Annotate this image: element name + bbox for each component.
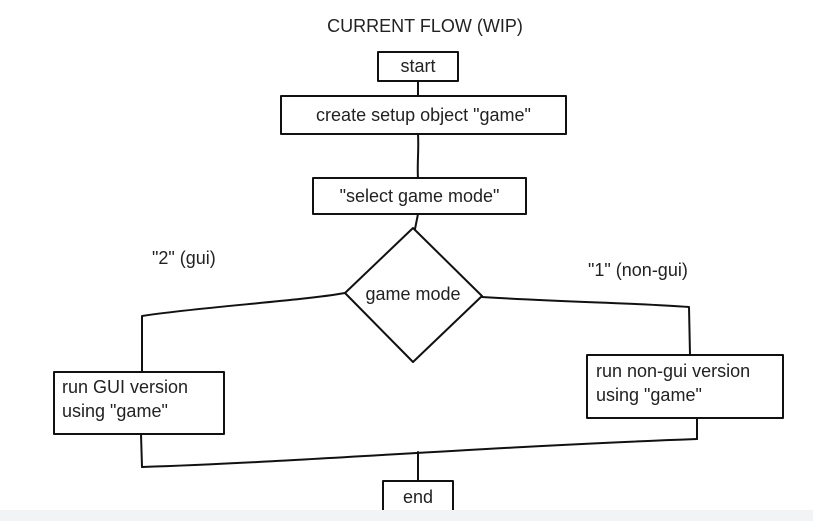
connector-create-select [416, 133, 420, 179]
nongui-edge-label: "1" (non-gui) [588, 260, 688, 280]
connector-gui-merge [140, 433, 143, 468]
gui-edge-label: "2" (gui) [152, 248, 216, 268]
bottom-strip [0, 510, 813, 521]
end-node-label: end [402, 487, 434, 507]
connector-decision-gui [141, 292, 346, 373]
decision-diamond [344, 227, 483, 363]
select-box [312, 177, 527, 215]
gui-node-label: run GUI version using "game" [62, 377, 189, 421]
create-node-label: create setup object "game" [316, 105, 531, 125]
create-box [280, 95, 567, 135]
connector-merge-line [141, 438, 698, 468]
page-title: CURRENT FLOW (WIP) [327, 16, 523, 36]
nongui-box [586, 354, 784, 419]
connector-decision-nongui [481, 296, 691, 356]
decision-node-label: game mode [365, 284, 461, 304]
select-node-label: "select game mode" [339, 186, 500, 206]
start-node-label: start [400, 56, 436, 76]
nongui-node-label: run non-gui version using "game" [596, 361, 751, 405]
gui-box [53, 371, 225, 435]
connector-select-decision [414, 213, 419, 230]
